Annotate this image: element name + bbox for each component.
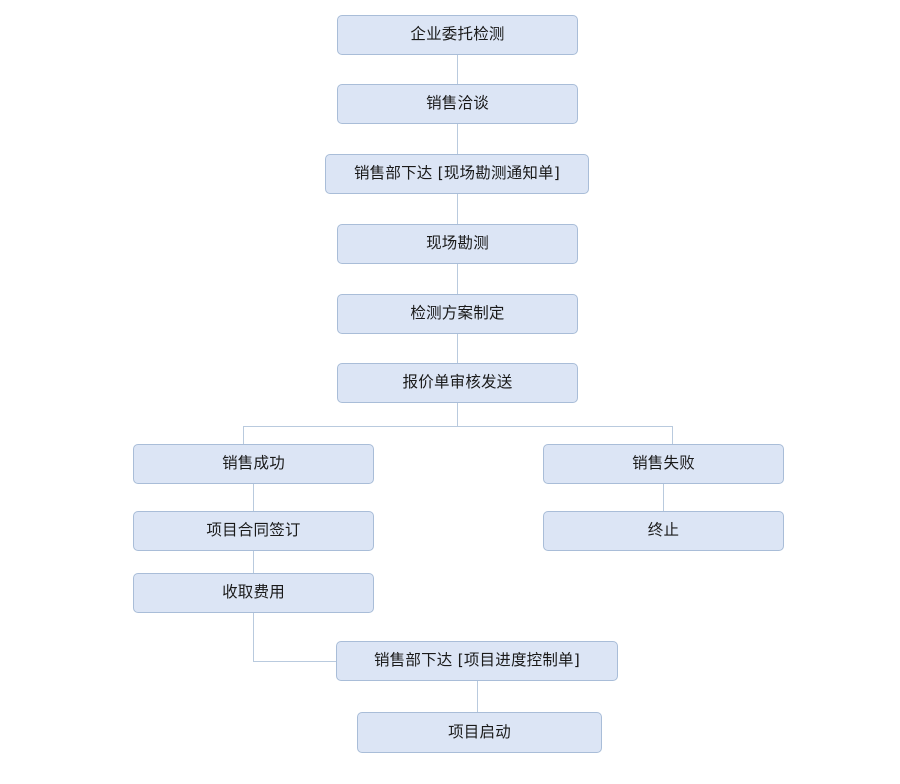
flow-node-n11[interactable]: 收取费用 [133, 573, 374, 613]
flow-node-label: 收取费用 [222, 583, 285, 602]
flow-node-label: 销售失败 [632, 454, 695, 473]
flow-node-n10[interactable]: 终止 [543, 511, 784, 551]
flow-node-label: 项目启动 [448, 722, 511, 741]
flow-node-label: 销售部下达 [项目进度控制单] [373, 651, 581, 670]
flow-node-n9[interactable]: 项目合同签订 [133, 511, 374, 551]
flow-node-n13[interactable]: 项目启动 [357, 712, 602, 753]
flow-node-label: 现场勘测 [426, 234, 489, 253]
flow-node-label: 销售洽谈 [426, 94, 489, 113]
flow-node-n7[interactable]: 销售成功 [133, 444, 374, 484]
flow-node-n3[interactable]: 销售部下达 [现场勘测通知单] [325, 154, 589, 194]
flow-node-n8[interactable]: 销售失败 [543, 444, 784, 484]
flow-node-label: 销售成功 [222, 454, 285, 473]
connector-c8 [457, 426, 673, 444]
flow-node-n2[interactable]: 销售洽谈 [337, 84, 578, 124]
flow-node-label: 检测方案制定 [410, 304, 505, 323]
flow-node-label: 报价单审核发送 [402, 373, 513, 392]
connector-c7 [243, 426, 458, 444]
flow-node-n6[interactable]: 报价单审核发送 [337, 363, 578, 403]
flow-node-n4[interactable]: 现场勘测 [337, 224, 578, 264]
flow-node-n12[interactable]: 销售部下达 [项目进度控制单] [336, 641, 618, 681]
flow-node-label: 项目合同签订 [206, 521, 301, 540]
flow-node-label: 企业委托检测 [410, 25, 505, 44]
flow-node-n1[interactable]: 企业委托检测 [337, 15, 578, 55]
connector-c12 [253, 613, 336, 662]
flow-node-label: 销售部下达 [现场勘测通知单] [353, 164, 561, 183]
flow-node-n5[interactable]: 检测方案制定 [337, 294, 578, 334]
flow-node-label: 终止 [647, 521, 680, 540]
